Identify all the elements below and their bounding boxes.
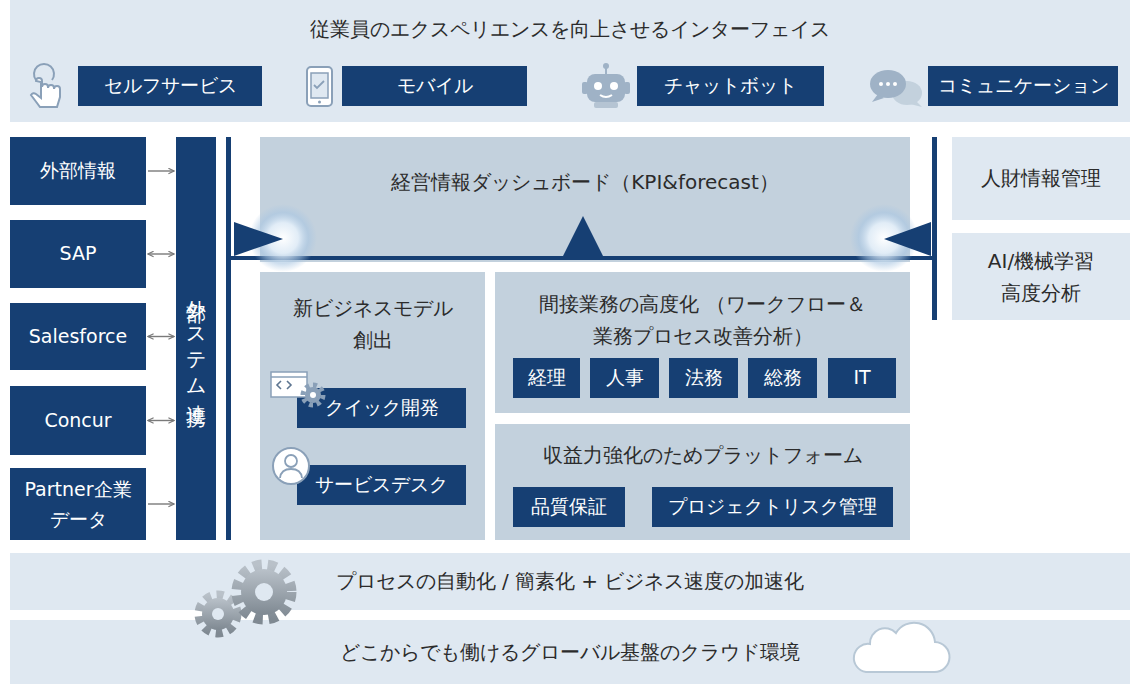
node-label: Partner企業 データ	[14, 474, 142, 535]
info-box: AI/機械学習 高度分析	[952, 233, 1130, 320]
function-box: 法務	[669, 358, 738, 398]
node-label: 品質保証	[531, 494, 607, 520]
node-label: 間接業務の高度化 （ワークフロー＆業務プロセス改善分析）	[503, 288, 903, 352]
interface-box: チャットボット	[637, 66, 824, 106]
node-label: 従業員のエクスペリエンスを向上させるインターフェイス	[310, 16, 830, 43]
node-label: 総務	[764, 365, 802, 391]
function-box: サービスデスク	[297, 465, 466, 505]
node-label: 人財情報管理	[981, 165, 1101, 192]
divider-line	[932, 137, 937, 320]
info-box: 人財情報管理	[952, 137, 1130, 220]
function-box: クイック開発	[297, 388, 466, 428]
node-label: Salesforce	[29, 324, 127, 350]
node-label: 人事	[606, 365, 644, 391]
function-box: 人事	[590, 358, 659, 398]
system-box: 外部情報	[10, 137, 146, 205]
function-box: IT	[828, 358, 896, 398]
interface-box: コミュニケーション	[928, 66, 1118, 106]
node-label: プロセスの自動化 / 簡素化 + ビジネス速度の加速化	[336, 568, 805, 595]
connector-arrow	[148, 503, 174, 504]
node-label: 外部システム連携	[183, 285, 210, 393]
text-holder: 間接業務の高度化 （ワークフロー＆業務プロセス改善分析）	[495, 288, 910, 352]
function-box: 品質保証	[513, 487, 625, 527]
text-holder: 従業員のエクスペリエンスを向上させるインターフェイス	[10, 16, 1130, 43]
node-label: AI/機械学習 高度分析	[961, 245, 1121, 309]
node-label: 外部情報	[40, 158, 116, 184]
node-label: IT	[853, 365, 870, 391]
system-box: Partner企業 データ	[10, 468, 146, 540]
node-label: 経理	[528, 365, 566, 391]
text-holder: 新ビジネスモデル 創出	[260, 292, 485, 356]
node-label: SAP	[60, 241, 97, 267]
system-box: Concur	[10, 386, 146, 455]
connector-arrow	[148, 420, 174, 421]
integration-bar: 外部システム連携	[176, 137, 216, 540]
node-label: どこからでも働けるグローバル基盤のクラウド環境	[340, 639, 800, 666]
node-label: セルフサービス	[104, 73, 237, 99]
group-box: 新ビジネスモデル 創出クイック開発サービスデスク	[260, 272, 485, 540]
node-label: クイック開発	[325, 395, 439, 421]
node-label: 経営情報ダッシュボード（KPI&forecast）	[391, 169, 779, 196]
node-label: サービスデスク	[315, 472, 448, 498]
node-label: コミュニケーション	[938, 73, 1109, 99]
node-label: モバイル	[397, 73, 473, 99]
divider-line	[226, 137, 231, 540]
text-holder: 経営情報ダッシュボード（KPI&forecast）	[260, 169, 910, 196]
foundation-band: どこからでも働けるグローバル基盤のクラウド環境	[10, 620, 1130, 684]
foundation-band: プロセスの自動化 / 簡素化 + ビジネス速度の加速化	[10, 553, 1130, 610]
node-label: Concur	[44, 408, 111, 434]
node-label: チャットボット	[664, 73, 797, 99]
group-box: 収益力強化のためプラットフォーム品質保証 プロジェクトリスク管理	[495, 424, 910, 540]
dashboard-area: 経営情報ダッシュボード（KPI&forecast）	[260, 137, 910, 262]
function-box: プロジェクトリスク管理	[652, 487, 893, 527]
interface-box: モバイル	[342, 66, 527, 106]
group-box: 間接業務の高度化 （ワークフロー＆業務プロセス改善分析） 経理 人事 法務 総務 IT	[495, 272, 910, 413]
node-label: プロジェクトリスク管理	[668, 494, 877, 520]
node-label: 法務	[685, 365, 723, 391]
function-box: 総務	[748, 358, 817, 398]
node-label: 新ビジネスモデル 創出	[278, 292, 468, 356]
function-box: 経理	[513, 358, 580, 398]
interface-band: 従業員のエクスペリエンスを向上させるインターフェイスセルフサービス モバイル チャッ…	[10, 0, 1130, 122]
connector-arrow	[148, 170, 174, 171]
system-box: SAP	[10, 220, 146, 288]
connector-arrow	[148, 336, 174, 337]
text-holder: 収益力強化のためプラットフォーム	[495, 442, 910, 469]
system-box: Salesforce	[10, 303, 146, 370]
connector-arrow	[148, 253, 174, 254]
node-label: 収益力強化のためプラットフォーム	[543, 442, 863, 469]
interface-box: セルフサービス	[78, 66, 262, 106]
